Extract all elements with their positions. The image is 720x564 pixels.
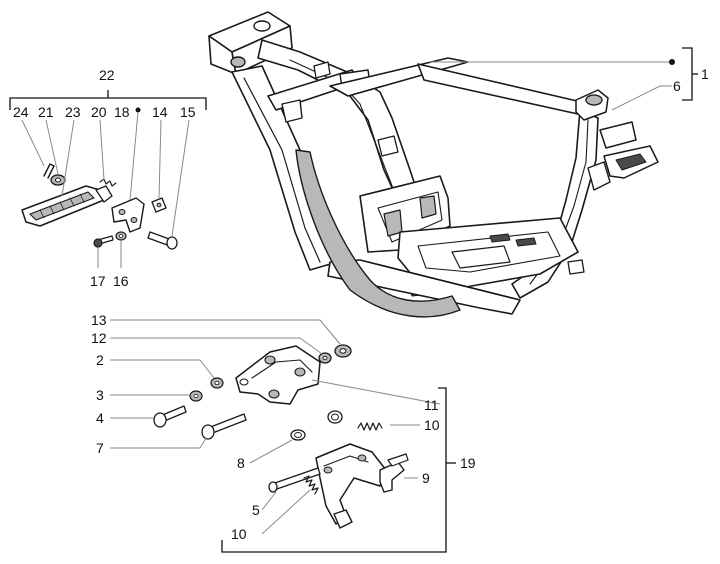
- callout-23: 23: [65, 104, 81, 120]
- scooter-frame: [208, 11, 659, 318]
- pin-7: [201, 413, 247, 440]
- washer-8: [290, 429, 306, 441]
- callout-20: 20: [91, 104, 107, 120]
- callout-8: 8: [237, 455, 245, 471]
- nut-13: [334, 344, 352, 358]
- callout-2: 2: [96, 352, 104, 368]
- callout-4: 4: [96, 410, 104, 426]
- callout-5: 5: [252, 502, 260, 518]
- callout-3: 3: [96, 387, 104, 403]
- stand-support-11: [235, 345, 321, 405]
- callout-17: 17: [90, 273, 106, 289]
- screw-17: [93, 235, 114, 248]
- washer-12: [318, 352, 332, 364]
- footrest-23: [21, 185, 113, 227]
- callout-6: 6: [673, 78, 681, 94]
- callout-9: 9: [422, 470, 430, 486]
- leader-lines: [9, 47, 698, 553]
- callout-10-upper: 10: [424, 417, 440, 433]
- frame-dot: [669, 59, 675, 65]
- spring-20: [99, 178, 117, 187]
- washer-3: [189, 390, 203, 402]
- callout-16: 16: [113, 273, 129, 289]
- callout-7: 7: [96, 440, 104, 456]
- stand-assembly: [153, 344, 409, 529]
- spring-10-lower: [303, 475, 319, 495]
- callout-labels: 1 6 22 24 21 23 20 18 14 15 17 16 13 12 …: [13, 66, 709, 542]
- centre-stand: [268, 443, 409, 529]
- split-pin-24: [43, 163, 55, 179]
- bracket-18: [111, 197, 145, 233]
- callout-24: 24: [13, 104, 29, 120]
- bolt-15: [147, 231, 178, 250]
- spring-10-upper: [357, 422, 383, 431]
- footrest-assembly: [21, 163, 178, 250]
- callout-14: 14: [152, 104, 168, 120]
- washer-2: [210, 377, 224, 389]
- callout-18: 18: [114, 104, 130, 120]
- callout-1: 1: [701, 66, 709, 82]
- callout-15: 15: [180, 104, 196, 120]
- callout-11: 11: [424, 397, 439, 413]
- callout-21: 21: [38, 104, 54, 120]
- callout-22: 22: [99, 67, 115, 83]
- callout-10-lower: 10: [231, 526, 247, 542]
- callout-13: 13: [91, 312, 107, 328]
- callout-19: 19: [460, 455, 476, 471]
- bolt-4: [153, 405, 187, 428]
- washer-upper: [327, 410, 343, 424]
- callout-12: 12: [91, 330, 107, 346]
